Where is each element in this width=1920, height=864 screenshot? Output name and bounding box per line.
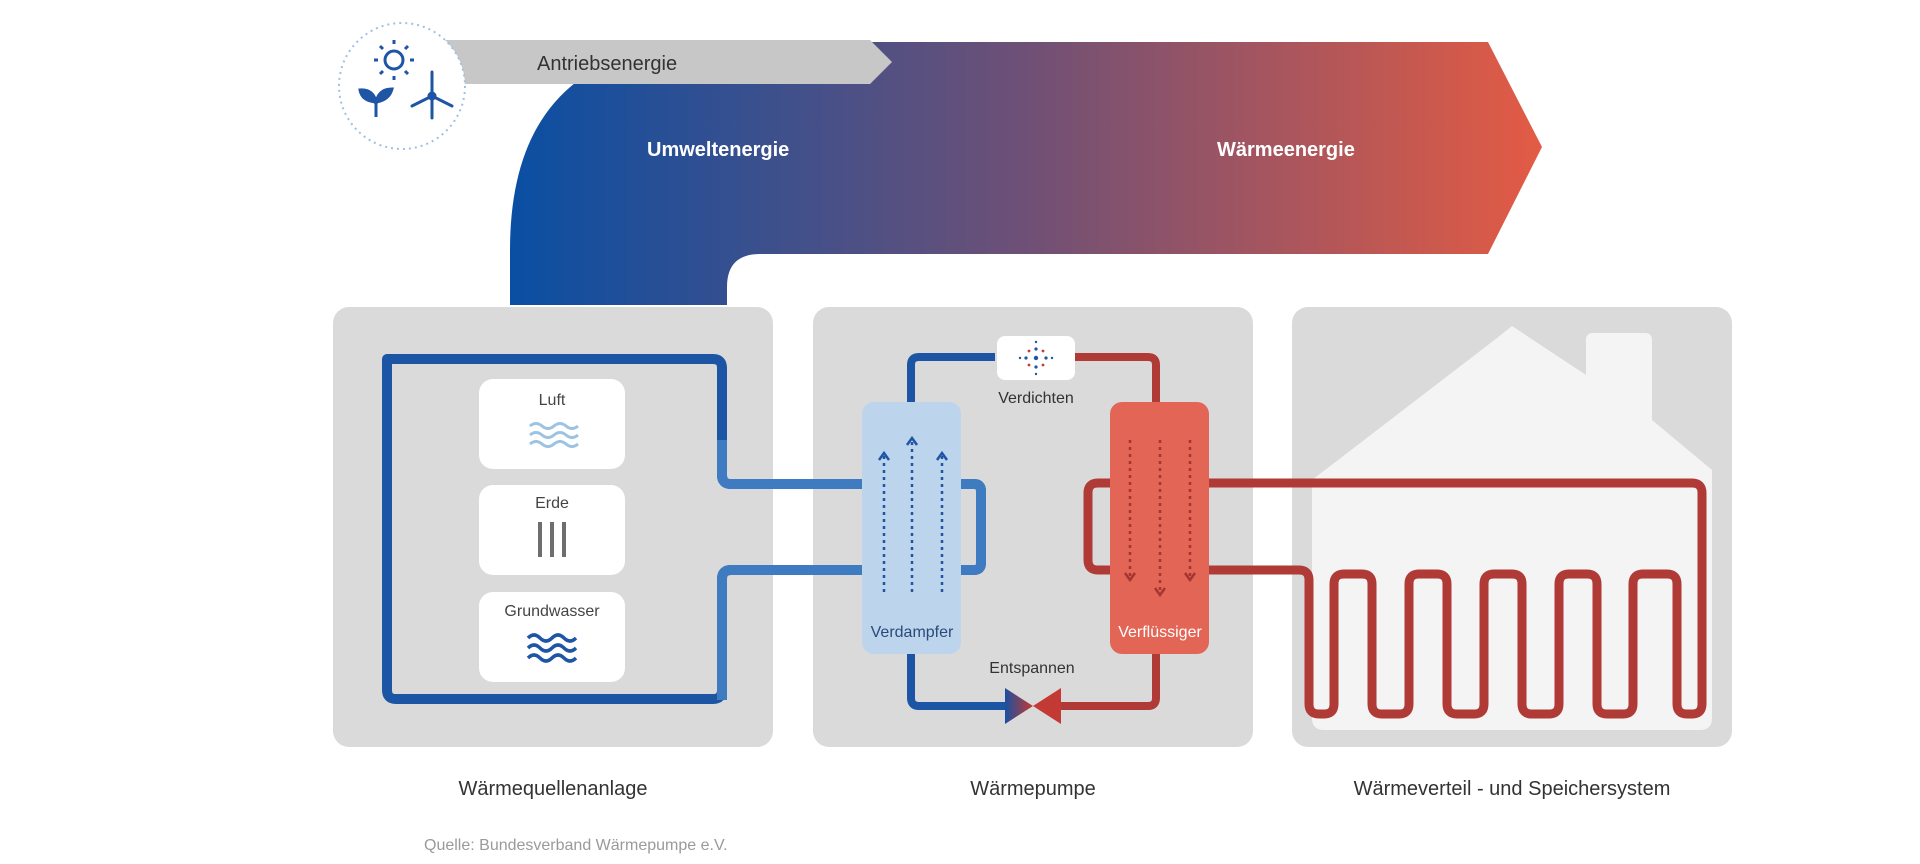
condenser-flow-arrows [1123,440,1197,598]
caption-heat-source: Wärmequellenanlage [458,778,647,800]
groundwater-source-label: Grundwasser [504,603,600,620]
refrigerant-pipe-hot-top [1070,353,1160,402]
wind-turbine-icon [410,70,454,120]
refrigerant-pipe-cold-top [907,353,995,402]
refrigerant-pipe-cold-bottom [907,652,1008,710]
source-loop-pipe-light [717,440,986,700]
water-waves-icon [526,633,578,663]
ground-probe-icon [538,522,566,557]
source-note: Quelle: Bundesverband Wärmepumpe e.V. [424,837,728,854]
air-source-label: Luft [539,392,566,409]
drive-energy-label: Antriebsenergie [537,53,677,75]
air-source-card [479,379,625,469]
heat-energy-label: Wärmeenergie [1217,139,1355,161]
renewable-energy-badge [338,22,466,150]
air-waves-icon [529,422,579,448]
compressor-label: Verdichten [998,390,1074,407]
plant-icon [358,87,394,117]
caption-heat-distribution: Wärmeverteil - und Speichersystem [1354,778,1671,800]
compressor-icon [1018,340,1054,376]
sun-icon [374,40,414,80]
expansion-label: Entspannen [989,660,1074,677]
energy-arrow [510,42,1542,305]
drive-energy-arrow [440,40,892,84]
condenser-label: Verflüssiger [1118,624,1202,641]
heating-loop-pipe [1083,478,1707,719]
refrigerant-pipe-hot-bottom [1056,652,1160,710]
environment-energy-label: Umweltenergie [647,139,789,161]
evaporator-label: Verdampfer [871,624,954,641]
ground-source-label: Erde [535,495,569,512]
expansion-valve-icon [1005,688,1061,724]
condenser-unit [1110,402,1209,654]
caption-heat-pump: Wärmepumpe [970,778,1096,800]
evaporator-flow-arrows [877,435,949,592]
